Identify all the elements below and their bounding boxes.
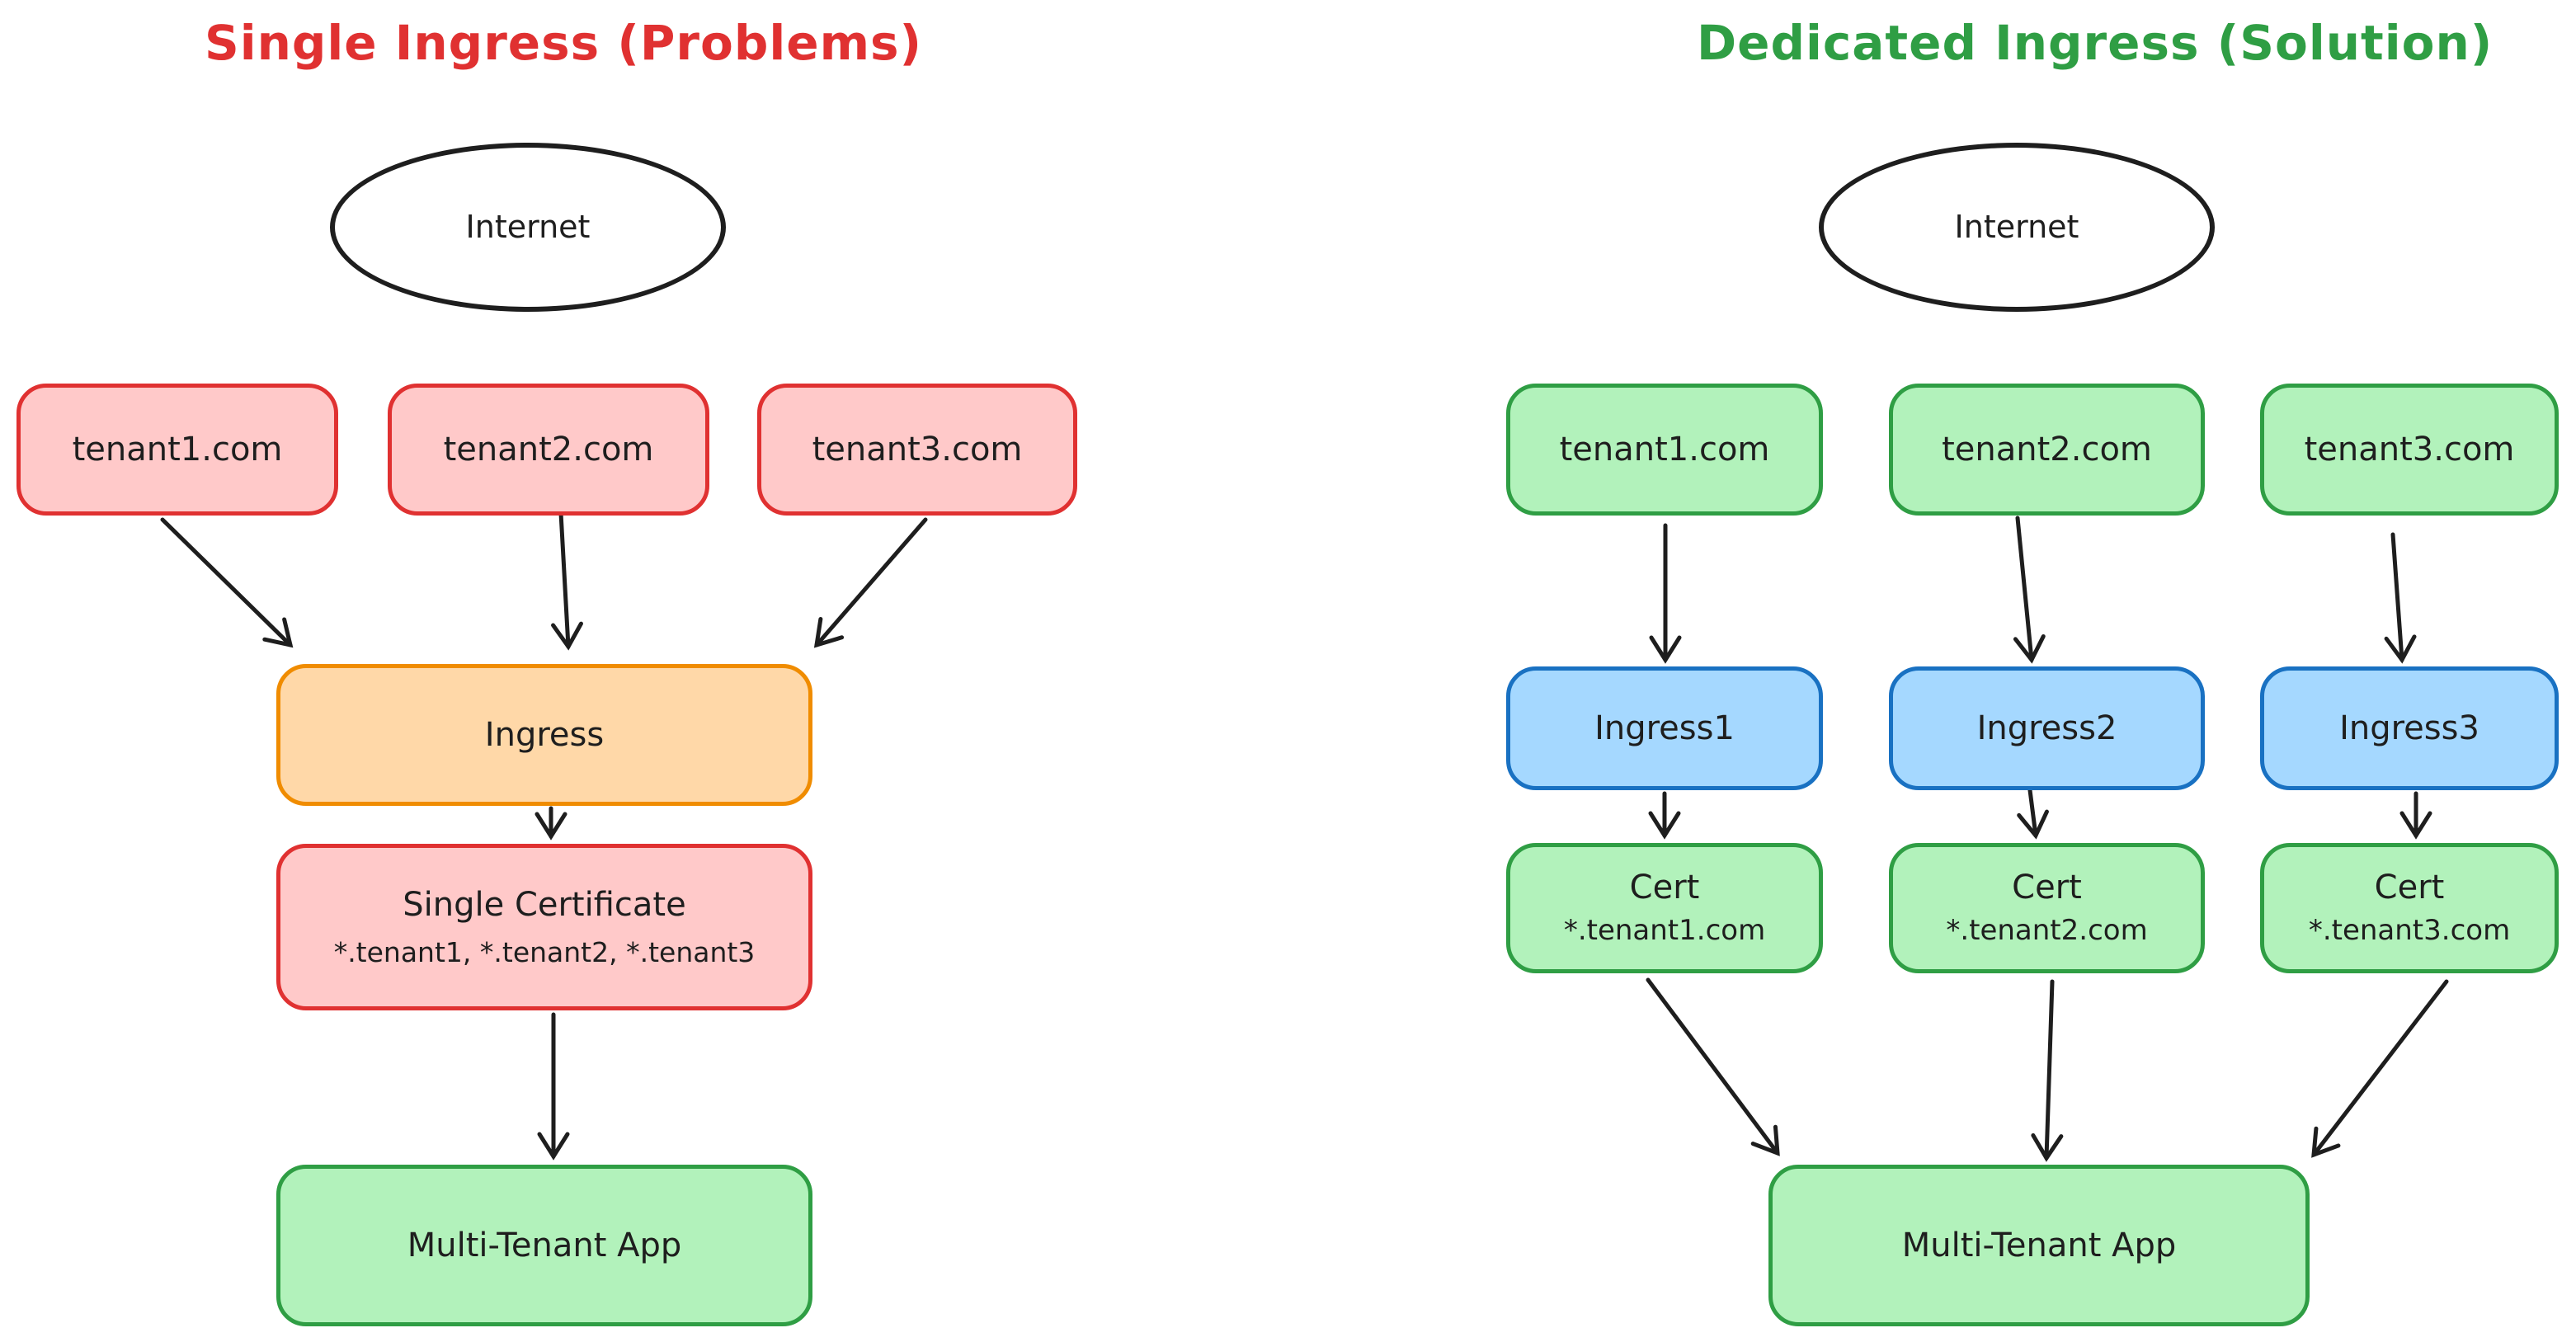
right-cert2-title: Cert xyxy=(2012,869,2082,907)
left-app-label: Multi-Tenant App xyxy=(407,1227,682,1264)
right-cert1-subtitle: *.tenant1.com xyxy=(1563,914,1766,948)
left-tenant3-node: tenant3.com xyxy=(757,384,1077,516)
right-cert3-node: Cert *.tenant3.com xyxy=(2260,843,2559,973)
right-ingress3-label: Ingress3 xyxy=(2339,709,2479,747)
arrow-left-tenant1-to-ingress xyxy=(160,517,294,648)
left-tenant2-label: tenant2.com xyxy=(443,431,654,469)
right-tenant3-node: tenant3.com xyxy=(2260,384,2559,516)
left-certificate-title: Single Certificate xyxy=(403,886,686,925)
right-tenant1-label: tenant1.com xyxy=(1559,431,1770,469)
arrow-ingress2-to-cert2 xyxy=(2017,788,2049,840)
left-ingress-node: Ingress xyxy=(276,664,812,806)
left-tenant1-node: tenant1.com xyxy=(16,384,338,516)
right-internet-node: Internet xyxy=(1819,143,2215,312)
arrow-left-tenant3-to-ingress xyxy=(813,517,928,648)
arrow-right-tenant3-to-ingress3 xyxy=(2384,532,2417,664)
arrow-cert3-to-app xyxy=(2311,979,2449,1158)
right-panel-title: Dedicated Ingress (Solution) xyxy=(1697,15,2494,71)
right-tenant2-label: tenant2.com xyxy=(1942,431,2152,469)
left-tenant1-label: tenant1.com xyxy=(72,431,283,469)
right-cert2-subtitle: *.tenant2.com xyxy=(1946,914,2148,948)
arrow-right-tenant2-to-ingress2 xyxy=(2013,516,2046,664)
right-ingress1-label: Ingress1 xyxy=(1594,709,1735,747)
right-tenant3-label: tenant3.com xyxy=(2304,431,2515,469)
left-certificate-subtitle: *.tenant1, *.tenant2, *.tenant3 xyxy=(333,936,756,969)
arrow-cert1-to-app xyxy=(1646,977,1780,1156)
left-certificate-node: Single Certificate *.tenant1, *.tenant2,… xyxy=(276,844,812,1010)
left-internet-label: Internet xyxy=(465,208,591,245)
right-app-label: Multi-Tenant App xyxy=(1901,1227,2177,1264)
arrow-left-tenant2-to-ingress xyxy=(551,511,583,651)
left-internet-node: Internet xyxy=(330,143,726,312)
right-cert3-subtitle: *.tenant3.com xyxy=(2308,914,2511,948)
left-ingress-label: Ingress xyxy=(484,716,605,754)
right-ingress2-node: Ingress2 xyxy=(1889,666,2205,790)
right-internet-label: Internet xyxy=(1954,208,2079,245)
right-cert3-title: Cert xyxy=(2374,869,2445,907)
left-app-node: Multi-Tenant App xyxy=(276,1165,812,1326)
right-ingress1-node: Ingress1 xyxy=(1506,666,1823,790)
left-tenant2-node: tenant2.com xyxy=(388,384,709,516)
right-app-node: Multi-Tenant App xyxy=(1768,1165,2310,1326)
right-tenant1-node: tenant1.com xyxy=(1506,384,1823,516)
right-cert2-node: Cert *.tenant2.com xyxy=(1889,843,2205,973)
right-ingress3-node: Ingress3 xyxy=(2260,666,2559,790)
left-panel-title: Single Ingress (Problems) xyxy=(204,15,923,71)
arrow-cert2-to-app xyxy=(2031,979,2064,1162)
right-cert1-title: Cert xyxy=(1629,869,1700,907)
right-ingress2-label: Ingress2 xyxy=(1976,709,2117,747)
right-cert1-node: Cert *.tenant1.com xyxy=(1506,843,1823,973)
left-tenant3-label: tenant3.com xyxy=(812,431,1023,469)
right-tenant2-node: tenant2.com xyxy=(1889,384,2205,516)
